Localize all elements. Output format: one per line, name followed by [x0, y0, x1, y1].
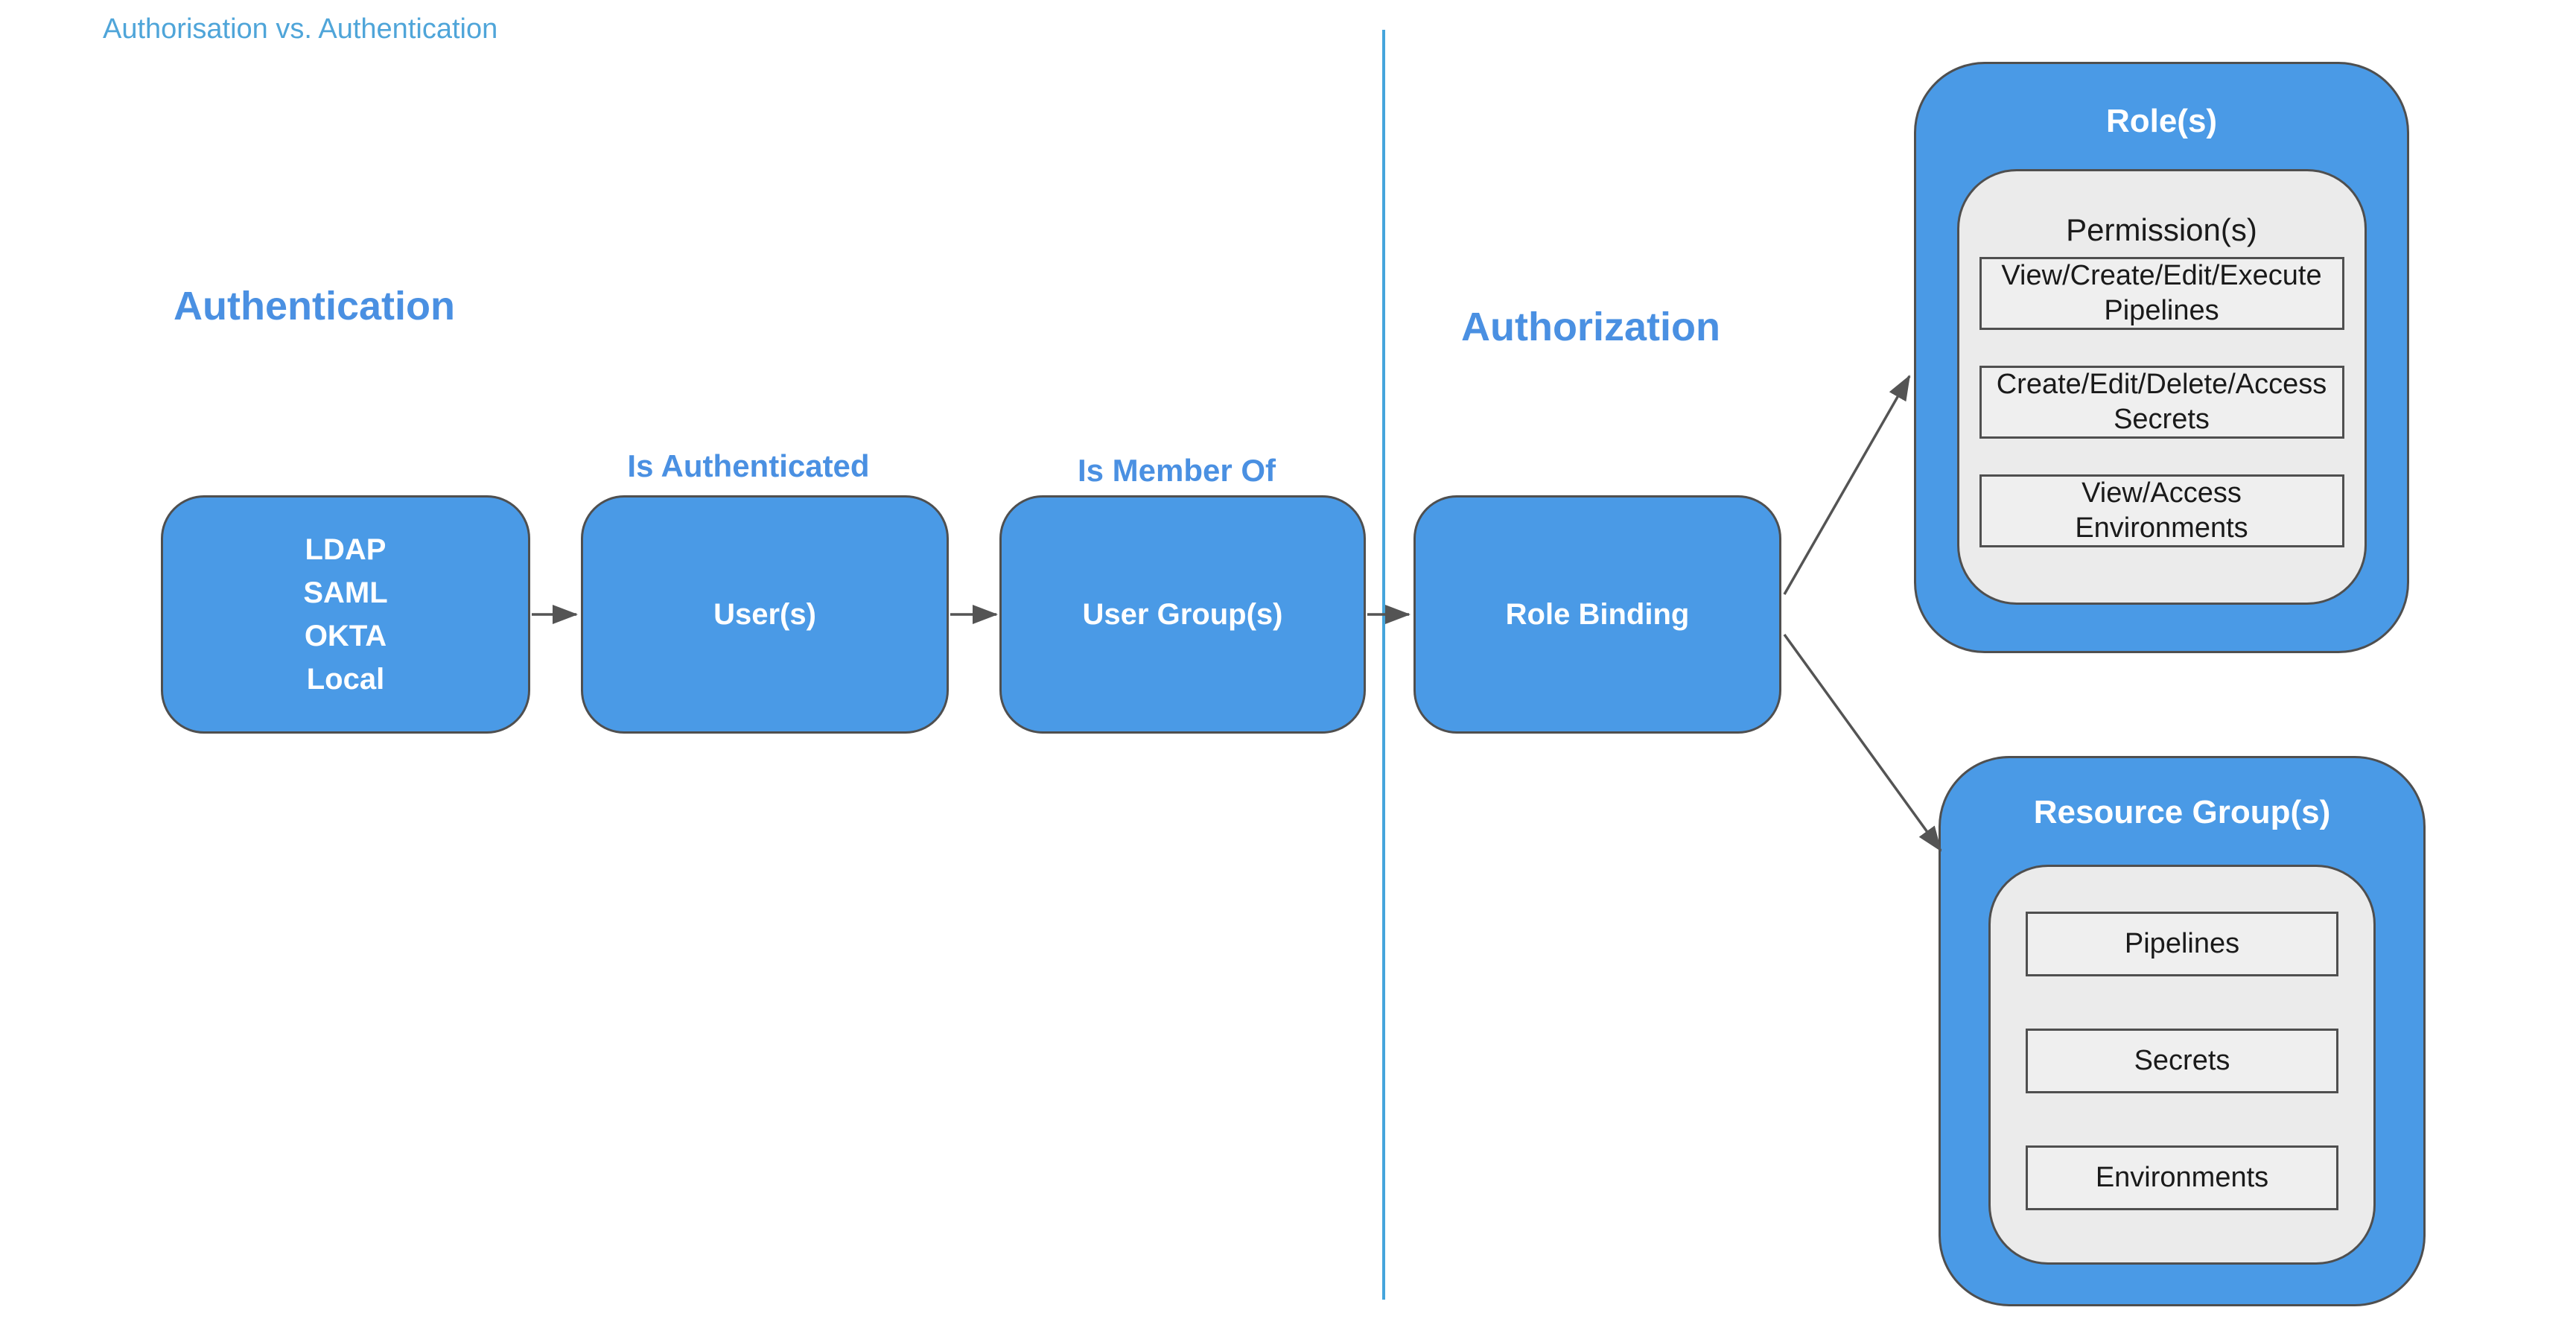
node-user-groups-label: User Group(s) [1082, 597, 1283, 631]
authorization-heading: Authorization [1461, 305, 1720, 349]
permission-line: Create/Edit/Delete/Access [1996, 368, 2327, 400]
section-divider-line [1382, 30, 1385, 1300]
permission-line: View/Access [2082, 477, 2242, 509]
page-title: Authorisation vs. Authentication [103, 13, 498, 45]
permission-line: Secrets [2114, 404, 2210, 435]
node-identity-providers: LDAP SAML OKTA Local [161, 495, 530, 734]
permission-box-secrets: Create/Edit/Delete/Access Secrets [1979, 366, 2344, 439]
resource-groups-panel: Pipelines Secrets Environments [1988, 865, 2376, 1265]
resource-box-pipelines: Pipelines [2026, 912, 2338, 976]
node-role-binding: Role Binding [1413, 495, 1781, 734]
node-users: User(s) [581, 495, 949, 734]
arrow-binding-to-roles [1783, 375, 1911, 595]
idp-line-okta: OKTA [304, 620, 387, 652]
authentication-heading: Authentication [174, 284, 455, 328]
roles-container: Role(s) Permission(s) View/Create/Edit/E… [1914, 62, 2409, 653]
permission-line: Pipelines [2104, 295, 2219, 326]
roles-title: Role(s) [2105, 103, 2218, 139]
idp-line-local: Local [306, 663, 385, 696]
resource-box-environments: Environments [2026, 1145, 2338, 1210]
permission-line: Environments [2075, 512, 2248, 544]
permission-line: View/Create/Edit/Execute [2001, 259, 2322, 291]
permissions-heading: Permission(s) [2066, 212, 2257, 247]
idp-line-ldap: LDAP [305, 533, 387, 566]
permission-box-environments: View/Access Environments [1979, 474, 2344, 547]
arrow-binding-to-resource-groups [1783, 633, 1942, 852]
node-user-groups: User Group(s) [999, 495, 1366, 734]
edge-label-is-authenticated: Is Authenticated [627, 448, 870, 483]
resource-groups-container: Resource Group(s) Pipelines Secrets Envi… [1939, 756, 2426, 1306]
resource-box-secrets: Secrets [2026, 1029, 2338, 1093]
node-users-label: User(s) [713, 597, 816, 631]
idp-line-saml: SAML [303, 576, 388, 609]
edge-label-is-member-of: Is Member Of [1077, 453, 1276, 488]
permissions-panel: Permission(s) View/Create/Edit/Execute P… [1956, 169, 2367, 605]
resource-groups-title: Resource Group(s) [2033, 794, 2331, 830]
permission-box-pipelines: View/Create/Edit/Execute Pipelines [1979, 257, 2344, 330]
node-role-binding-label: Role Binding [1505, 597, 1690, 631]
